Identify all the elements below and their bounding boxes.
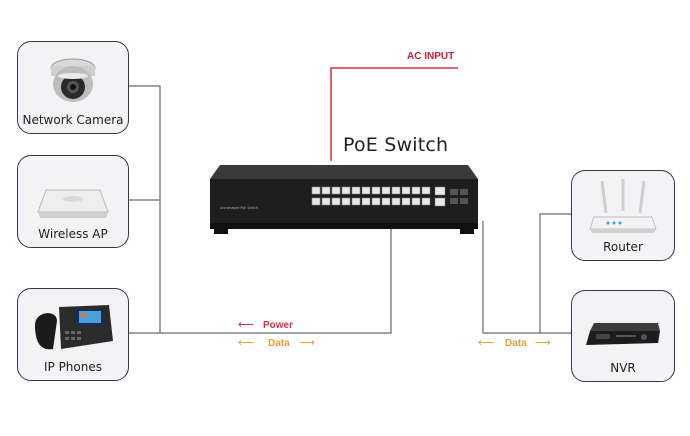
access-point-icon xyxy=(36,184,110,227)
switch-right-wire xyxy=(482,221,540,334)
poe-switch: Unmanaged PoE Switch xyxy=(210,165,478,235)
poe-switch-icon: Unmanaged PoE Switch xyxy=(210,165,478,234)
ac-input-label: AC INPUT xyxy=(407,51,455,62)
card-label: Network Camera xyxy=(22,113,124,127)
router-wire xyxy=(539,213,572,333)
card-label: Wireless AP xyxy=(38,227,108,241)
card-label: NVR xyxy=(610,361,636,375)
data-right-arrow-right: ⟶ xyxy=(535,337,551,349)
card-label: Router xyxy=(603,240,643,254)
data-left-right-arrow: ⟶ xyxy=(299,337,315,349)
card-nvr: NVR xyxy=(571,290,675,382)
card-wireless-ap: Wireless AP xyxy=(17,155,129,248)
ac-input-line xyxy=(330,67,458,161)
data-label-right: Data xyxy=(505,338,527,349)
router-icon xyxy=(588,177,658,242)
power-arrow: ⟵ xyxy=(238,319,254,331)
data-left-arrow: ⟵ xyxy=(238,337,254,349)
power-label: Power xyxy=(263,320,294,331)
card-network-camera: Network Camera xyxy=(17,41,129,134)
diagram-title: PoE Switch xyxy=(343,134,449,156)
card-ip-phones: IP Phones xyxy=(17,288,129,381)
data-label-left: Data xyxy=(268,338,290,349)
dome-camera-icon xyxy=(42,54,104,115)
card-label: IP Phones xyxy=(43,360,102,374)
nvr-icon xyxy=(584,321,662,356)
switch-left-wire xyxy=(160,226,392,334)
ip-phone-icon xyxy=(31,301,115,358)
switch-model-text: Unmanaged PoE Switch xyxy=(220,206,258,210)
data-right-arrow-left: ⟵ xyxy=(478,337,494,349)
card-router: Router xyxy=(571,170,675,261)
camera-wire xyxy=(128,85,161,333)
